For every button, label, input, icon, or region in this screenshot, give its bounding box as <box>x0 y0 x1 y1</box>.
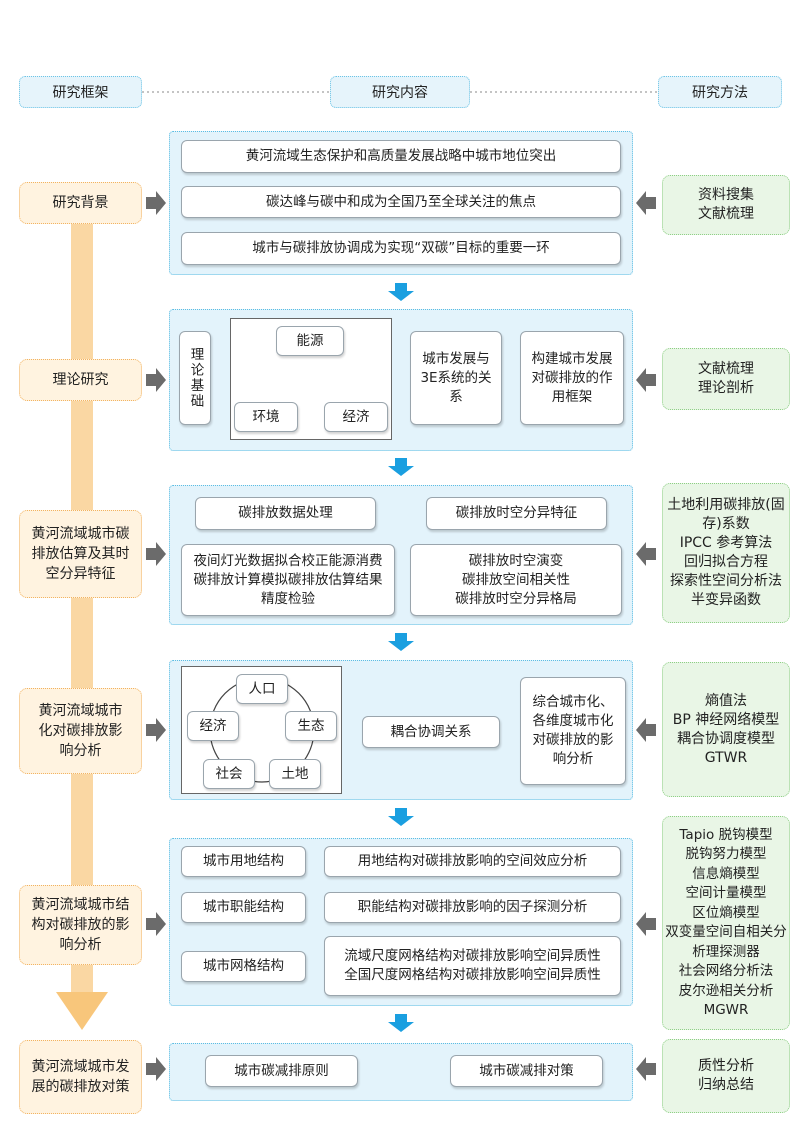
method-item: 归纳总结 <box>698 1077 754 1093</box>
method-item: GTWR <box>704 749 748 766</box>
method-item: 理论剖析 <box>698 380 754 396</box>
spatiotemporal-item: 碳排放时空分异格局 <box>455 590 577 607</box>
method-item: 皮尔逊相关分析 <box>678 982 774 999</box>
structure-row-effect: 职能结构对碳排放影响的因子探测分析 <box>324 892 621 923</box>
node-environment: 环境 <box>234 402 298 432</box>
data-processing-steps: 夜间灯光数据拟合校正能源消费碳排放计算模拟碳排放估算结果精度检验 <box>181 544 395 616</box>
framework-urbanization: 黄河流域城市化对碳排放影响分析 <box>19 688 142 774</box>
node-population: 人口 <box>236 674 288 704</box>
method-item: 半变异函数 <box>691 592 761 608</box>
structure-row-effect: 流域尺度网格结构对碳排放影响空间异质性 全国尺度网格结构对碳排放影响空间异质性 <box>324 936 621 996</box>
spatiotemporal-item: 碳排放时空演变 <box>468 552 564 569</box>
node-society: 社会 <box>203 759 255 789</box>
method-item: 析理探测器 <box>692 943 760 960</box>
structure-row-name: 城市网格结构 <box>181 951 306 982</box>
method-item: Tapio 脱钩模型 <box>679 826 773 843</box>
method-item: BP 神经网络模型 <box>672 711 780 728</box>
reduction-measures-box: 城市碳减排对策 <box>450 1055 603 1087</box>
section-flow-arrows <box>388 283 414 1032</box>
method-item: MGWR <box>703 1002 749 1018</box>
framework-policy: 黄河流域城市发展的碳排放对策 <box>19 1040 142 1114</box>
theory-basis: 理论基础 <box>179 331 211 425</box>
header-method: 研究方法 <box>658 76 782 108</box>
structure-row-effect: 用地结构对碳排放影响的空间效应分析 <box>324 846 621 877</box>
node-economy-dim: 经济 <box>187 711 239 741</box>
spatiotemporal-title: 碳排放时空分异特征 <box>426 497 607 530</box>
impact-framework-box: 构建城市发展对碳排放的作用框架 <box>520 331 624 425</box>
methods-background: 资料搜集 文献梳理 <box>662 175 790 235</box>
main-flow-arrow-shaft <box>71 222 93 992</box>
left-to-section-arrows <box>146 191 166 1081</box>
framework-structure: 黄河流域城市结构对碳排放的影响分析 <box>19 885 142 965</box>
method-item: 信息熵模型 <box>692 865 760 882</box>
background-item: 黄河流域生态保护和高质量发展战略中城市地位突出 <box>181 140 621 173</box>
framework-background: 研究背景 <box>19 182 142 224</box>
method-item: 土地利用碳排放(固存)系数 <box>667 497 785 532</box>
background-item: 城市与碳排放协调成为实现“双碳”目标的重要一环 <box>181 232 621 265</box>
coupling-box: 耦合协调关系 <box>362 716 500 748</box>
structure-row-name: 城市职能结构 <box>181 892 306 923</box>
method-item: 社会网络分析法 <box>678 963 774 979</box>
methods-policy: 质性分析 归纳总结 <box>662 1039 790 1113</box>
structure-effect-line: 全国尺度网格结构对碳排放影响空间异质性 <box>344 967 601 983</box>
urbanization-impact-box: 综合城市化、各维度城市化对碳排放的影响分析 <box>520 677 626 785</box>
node-land: 土地 <box>269 759 321 789</box>
method-item: 熵值法 <box>705 692 747 709</box>
structure-effect-line: 流域尺度网格结构对碳排放影响空间异质性 <box>344 948 601 964</box>
method-to-section-arrows <box>636 191 656 1081</box>
method-item: 质性分析 <box>698 1058 754 1074</box>
background-item: 碳达峰与碳中和成为全国乃至全球关注的焦点 <box>181 186 621 218</box>
data-processing-title: 碳排放数据处理 <box>195 497 376 530</box>
methods-theory: 文献梳理 理论剖析 <box>662 348 790 410</box>
structure-row-name: 城市用地结构 <box>181 846 306 877</box>
methods-estimation: 土地利用碳排放(固存)系数 IPCC 参考算法 回归拟合方程 探索性空间分析法 … <box>662 483 790 623</box>
urban-3e-relation-box: 城市发展与3E系统的关系 <box>410 331 502 425</box>
method-item: 文献梳理 <box>698 206 754 222</box>
method-item: 空间计量模型 <box>685 885 767 901</box>
method-item: 资料搜集 <box>698 187 754 203</box>
methods-structure: Tapio 脱钩模型 脱钩努力模型 信息熵模型 空间计量模型 区位熵模型 双变量… <box>662 816 790 1030</box>
reduction-principle-box: 城市碳减排原则 <box>205 1055 358 1087</box>
node-ecology: 生态 <box>285 711 337 741</box>
method-item: 文献梳理 <box>698 361 754 377</box>
node-energy: 能源 <box>276 326 344 356</box>
method-item: 区位熵模型 <box>692 904 760 921</box>
methods-urbanization: 熵值法 BP 神经网络模型 耦合协调度模型 GTWR <box>662 662 790 797</box>
method-item: 双变量空间自相关分 <box>665 924 787 940</box>
method-item: 回归拟合方程 <box>684 554 768 570</box>
header-framework: 研究框架 <box>19 76 142 108</box>
method-item: 脱钩努力模型 <box>685 846 767 862</box>
framework-theory: 理论研究 <box>19 359 142 401</box>
method-item: IPCC 参考算法 <box>679 535 773 551</box>
spatiotemporal-items: 碳排放时空演变 碳排放空间相关性 碳排放时空分异格局 <box>410 544 622 616</box>
spatiotemporal-item: 碳排放空间相关性 <box>462 571 570 588</box>
method-item: 耦合协调度模型 <box>677 730 775 747</box>
method-item: 探索性空间分析法 <box>670 573 782 589</box>
main-flow-arrow-head <box>56 992 108 1030</box>
framework-estimation: 黄河流域城市碳排放估算及其时空分异特征 <box>19 510 142 598</box>
header-content: 研究内容 <box>330 76 470 108</box>
node-economy: 经济 <box>324 402 388 432</box>
